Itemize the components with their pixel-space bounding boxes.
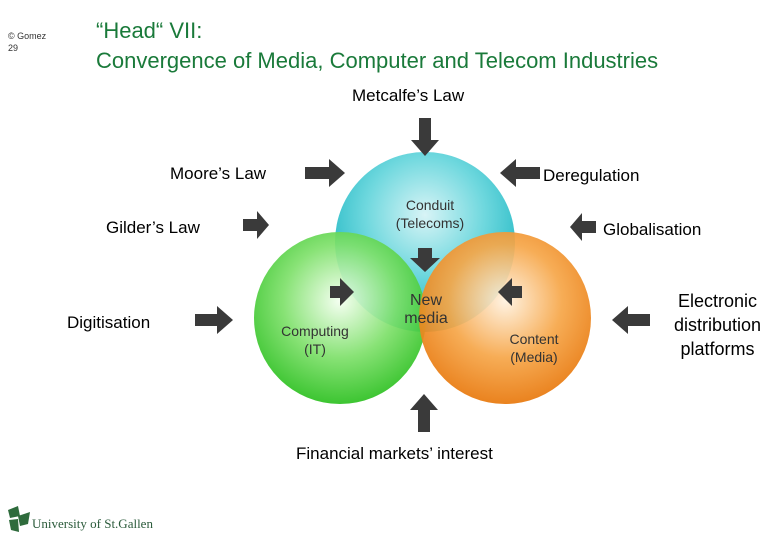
title-line-2: Convergence of Media, Computer and Telec… [96,48,659,73]
gilder-arrow-icon [243,211,269,239]
content-label-line-2: (Media) [510,349,558,365]
new-media-line-2: media [404,310,448,327]
new-media-label: New media [390,292,462,328]
globalisation-arrow-icon [570,213,596,241]
conduit-label-line-2: (Telecoms) [395,215,465,231]
copyright-note: © Gomez 29 [8,30,46,54]
electronic-line-3: platforms [680,339,755,359]
electronic-platforms-label: Electronic distribution platforms [655,289,780,361]
conduit-label: Conduit (Telecoms) [382,196,478,232]
university-logo-icon [8,506,30,532]
slide-title: “Head“ VII: Convergence of Media, Comput… [96,16,658,76]
computing-to-center-arrow-icon [330,278,354,306]
computing-label-line-2: (IT) [304,341,326,357]
electronic-line-1: Electronic [677,291,758,311]
digitisation-arrow-icon [195,306,233,334]
computing-label-line-1: Computing [281,323,349,339]
electronic-line-2: distribution [673,315,762,335]
metcalfe-label: Metcalfe’s Law [352,86,465,105]
digitisation-label: Digitisation [67,313,151,332]
financial-arrow-icon [410,394,438,432]
deregulation-arrow-icon [500,159,540,187]
moore-arrow-icon [305,159,345,187]
financial-label: Financial markets’ interest [296,444,493,463]
gilder-label: Gilder’s Law [106,218,200,237]
content-label: Content (Media) [486,330,582,366]
moore-label: Moore’s Law [170,164,267,183]
copyright-line: © Gomez [8,31,47,41]
page-number: 29 [8,43,19,53]
computing-circle [254,232,426,404]
title-line-1: “Head“ VII: [96,18,203,43]
deregulation-label: Deregulation [543,166,640,185]
content-to-center-arrow-icon [498,278,522,306]
content-label-line-1: Content [509,331,559,347]
computing-label: Computing (IT) [268,322,362,358]
metcalfe-arrow-icon [411,118,439,156]
university-logo-text: University of St.Gallen [32,516,153,531]
content-circle [419,232,591,404]
conduit-to-center-arrow-icon [410,248,440,272]
conduit-label-line-1: Conduit [405,197,455,213]
globalisation-label: Globalisation [603,220,702,239]
new-media-line-1: New [409,292,442,309]
electronic-arrow-icon [612,306,650,334]
